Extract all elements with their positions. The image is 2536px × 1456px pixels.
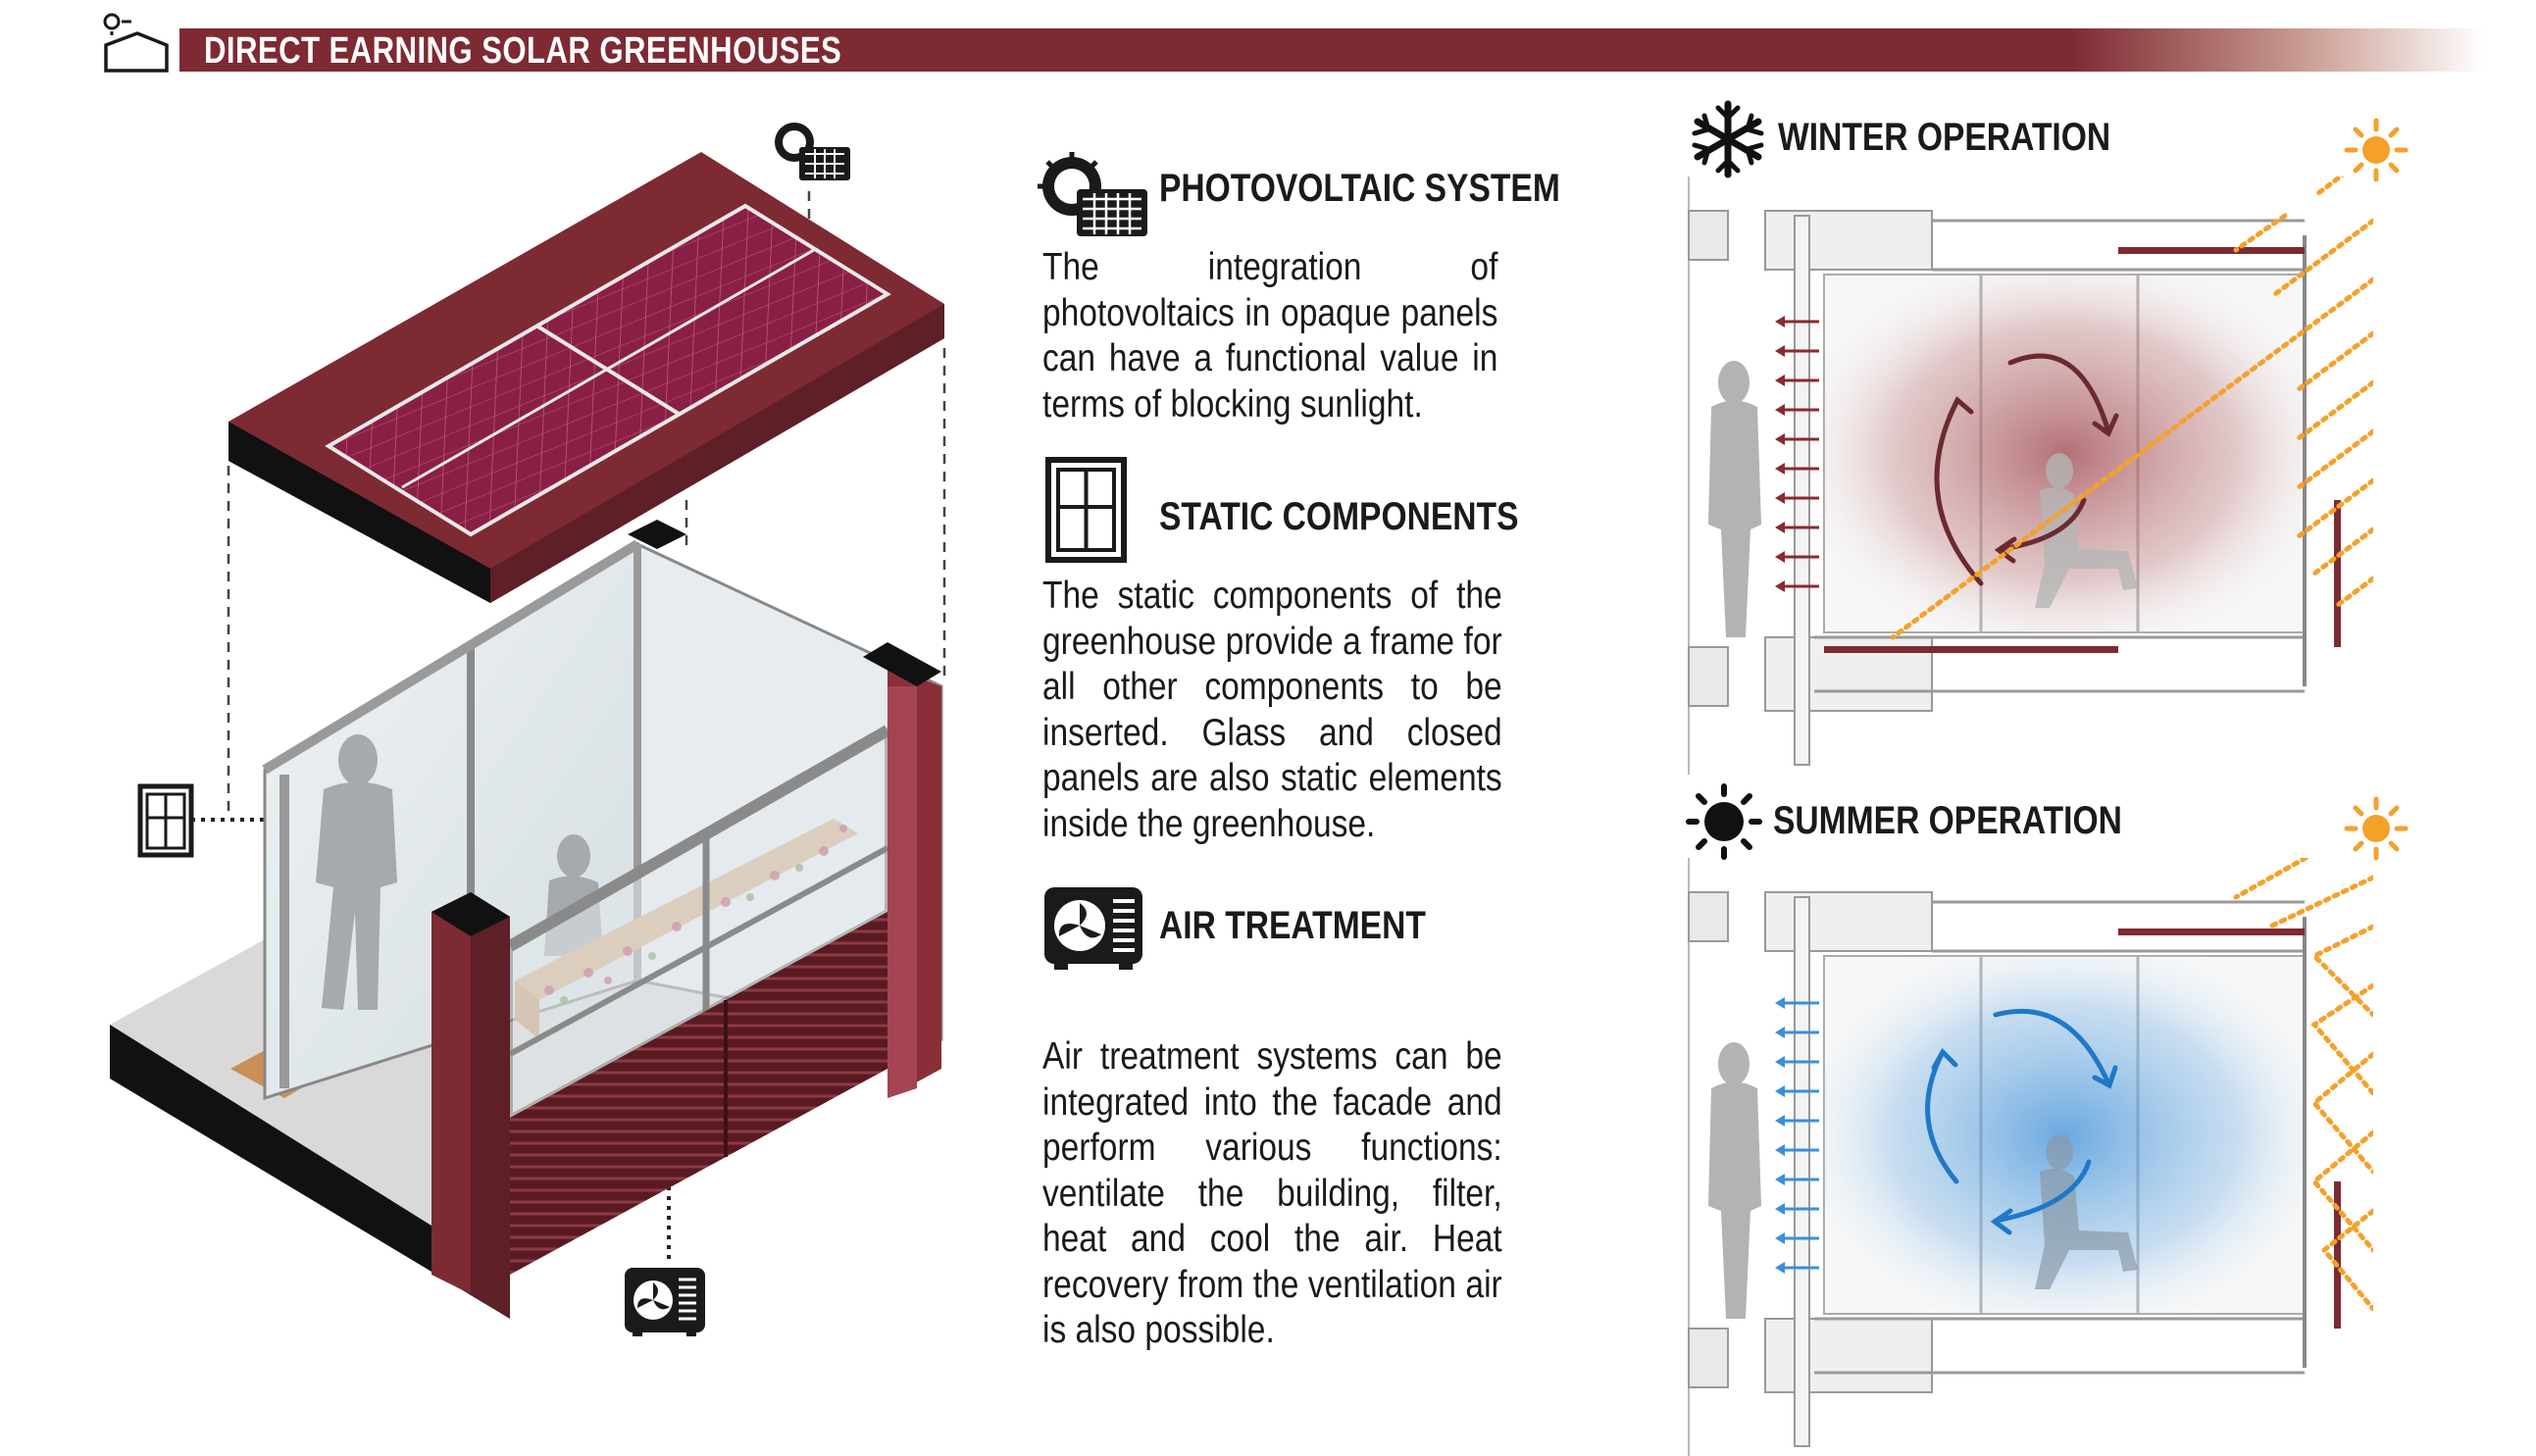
solar-panel-icon bbox=[1038, 152, 1147, 236]
fan-unit-icon bbox=[625, 1268, 705, 1336]
snowflake-icon bbox=[1692, 100, 1764, 178]
sun-icon bbox=[1686, 783, 1762, 860]
summer-section-drawing bbox=[1688, 858, 2373, 1456]
page-title: DIRECT EARNING SOLAR GREENHOUSES bbox=[204, 30, 842, 72]
air-text: Air treatment systems can be integrated … bbox=[1042, 1035, 1502, 1351]
winter-title: WINTER OPERATION bbox=[1778, 116, 2111, 159]
sun-icon bbox=[2344, 118, 2409, 182]
winter-section-drawing bbox=[1688, 176, 2373, 775]
window-frame-icon bbox=[1045, 457, 1127, 563]
greenhouse-sun-icon bbox=[103, 13, 169, 73]
photovoltaic-title: PHOTOVOLTAIC SYSTEM bbox=[1159, 167, 1560, 210]
greenhouse-axonometric bbox=[110, 123, 946, 1336]
photovoltaic-text: The integration of photovoltaics in opaq… bbox=[1042, 246, 1498, 426]
sun-icon bbox=[2344, 796, 2409, 861]
static-title: STATIC COMPONENTS bbox=[1159, 495, 1519, 538]
summer-title: SUMMER OPERATION bbox=[1773, 799, 2122, 842]
static-text: The static components of the greenhouse … bbox=[1042, 575, 1502, 845]
solar-panel-icon bbox=[775, 123, 850, 180]
window-frame-icon bbox=[137, 783, 194, 858]
header-banner bbox=[179, 28, 2484, 72]
air-title: AIR TREATMENT bbox=[1159, 904, 1426, 947]
fan-unit-icon bbox=[1044, 887, 1142, 970]
